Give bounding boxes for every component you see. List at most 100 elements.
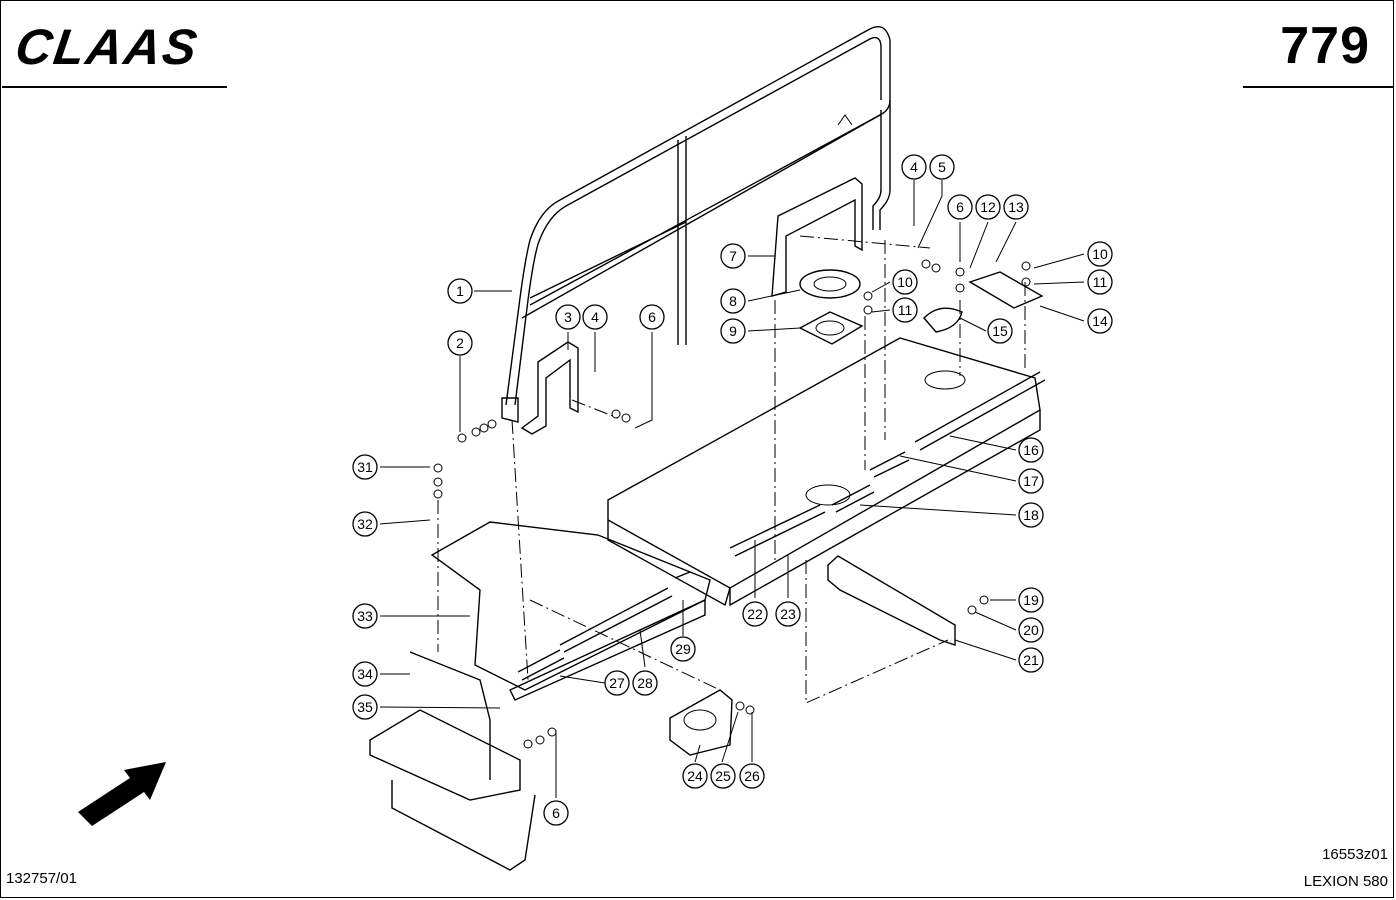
floor-plate [607, 337, 1041, 607]
svg-text:8: 8 [729, 293, 737, 309]
svg-text:1: 1 [456, 283, 464, 299]
svg-text:20: 20 [1023, 622, 1039, 638]
svg-text:10: 10 [897, 274, 913, 290]
header-rule-right [1243, 86, 1393, 88]
callout-12: 12 [975, 194, 1001, 220]
svg-text:25: 25 [715, 768, 731, 784]
header-rule-left [2, 86, 227, 88]
svg-text:9: 9 [729, 323, 737, 339]
svg-text:22: 22 [747, 606, 763, 622]
svg-text:7: 7 [729, 248, 737, 264]
svg-text:33: 33 [357, 608, 373, 624]
svg-text:29: 29 [675, 641, 691, 657]
bracket-7 [771, 177, 863, 297]
svg-text:4: 4 [591, 309, 599, 325]
callout-11: 11 [892, 297, 918, 323]
assembly-guide-lines [437, 235, 1026, 704]
callout-10b: 10 [1087, 241, 1113, 267]
callout-29: 29 [670, 636, 696, 662]
svg-text:6: 6 [552, 805, 560, 821]
svg-text:26: 26 [744, 768, 760, 784]
svg-text:15: 15 [992, 323, 1008, 339]
callout-23: 23 [775, 601, 801, 627]
drawing-id: 16553z01 [1322, 846, 1388, 863]
callout-27: 27 [604, 670, 630, 696]
callout-33: 33 [352, 603, 378, 629]
callout-7: 7 [720, 243, 746, 269]
svg-text:3: 3 [564, 309, 572, 325]
callout-31: 31 [352, 454, 378, 480]
svg-text:10: 10 [1092, 246, 1108, 262]
callout-4b: 4 [901, 154, 927, 180]
svg-text:24: 24 [687, 768, 703, 784]
leader-lines [379, 180, 1085, 798]
svg-text:11: 11 [1093, 274, 1108, 290]
gaskets [798, 269, 1044, 345]
callout-15: 15 [987, 318, 1013, 344]
handrail [501, 26, 891, 423]
callout-25: 25 [710, 763, 736, 789]
callout-34: 34 [352, 661, 378, 687]
svg-text:11: 11 [898, 302, 913, 318]
svg-text:2: 2 [456, 335, 464, 351]
callout-8: 8 [720, 288, 746, 314]
callout-20: 20 [1018, 617, 1044, 643]
callout-1: 1 [447, 278, 473, 304]
svg-text:27: 27 [609, 675, 625, 691]
bracket-3 [520, 341, 579, 435]
document-number: 132757/01 [6, 870, 77, 887]
callout-2: 2 [447, 330, 473, 356]
callout-9: 9 [720, 318, 746, 344]
svg-text:6: 6 [648, 309, 656, 325]
svg-text:23: 23 [780, 606, 796, 622]
callout-11b: 11 [1087, 269, 1113, 295]
svg-text:34: 34 [357, 666, 373, 682]
svg-text:28: 28 [637, 675, 653, 691]
callout-18: 18 [1018, 502, 1044, 528]
callout-4: 4 [582, 304, 608, 330]
callout-6: 6 [639, 304, 665, 330]
callout-17: 17 [1018, 468, 1044, 494]
callout-35: 35 [352, 694, 378, 720]
callout-22: 22 [742, 601, 768, 627]
svg-text:5: 5 [938, 159, 946, 175]
callout-6c: 6 [543, 800, 569, 826]
direction-arrow-icon [78, 762, 166, 826]
cover-plate-24 [669, 689, 733, 756]
svg-text:21: 21 [1023, 652, 1039, 668]
svg-text:17: 17 [1023, 473, 1039, 489]
svg-text:6: 6 [956, 199, 964, 215]
svg-text:13: 13 [1008, 199, 1024, 215]
page-number: 779 [1280, 17, 1370, 75]
svg-text:35: 35 [357, 699, 373, 715]
callout-32: 32 [352, 511, 378, 537]
callout-26: 26 [739, 763, 765, 789]
callout-5: 5 [929, 154, 955, 180]
callout-13: 13 [1003, 194, 1029, 220]
svg-text:19: 19 [1023, 592, 1039, 608]
svg-text:31: 31 [357, 459, 373, 475]
side-floor-plate [430, 521, 711, 701]
svg-text:12: 12 [980, 199, 996, 215]
callout-3: 3 [555, 304, 581, 330]
step-box [369, 651, 536, 871]
svg-text:4: 4 [910, 159, 918, 175]
fasteners [433, 259, 1031, 749]
callout-6b: 6 [947, 194, 973, 220]
svg-text:32: 32 [357, 516, 373, 532]
callout-10: 10 [892, 269, 918, 295]
tubes [517, 371, 1046, 681]
support-bracket-21 [827, 555, 956, 646]
svg-text:14: 14 [1092, 313, 1108, 329]
callout-21: 21 [1018, 647, 1044, 673]
callout-28: 28 [632, 670, 658, 696]
machine-model: LEXION 580 [1303, 873, 1388, 890]
callout-24: 24 [682, 763, 708, 789]
svg-text:16: 16 [1023, 442, 1039, 458]
callout-14: 14 [1087, 308, 1113, 334]
svg-text:18: 18 [1023, 507, 1039, 523]
callout-19: 19 [1018, 587, 1044, 613]
callout-16: 16 [1018, 437, 1044, 463]
